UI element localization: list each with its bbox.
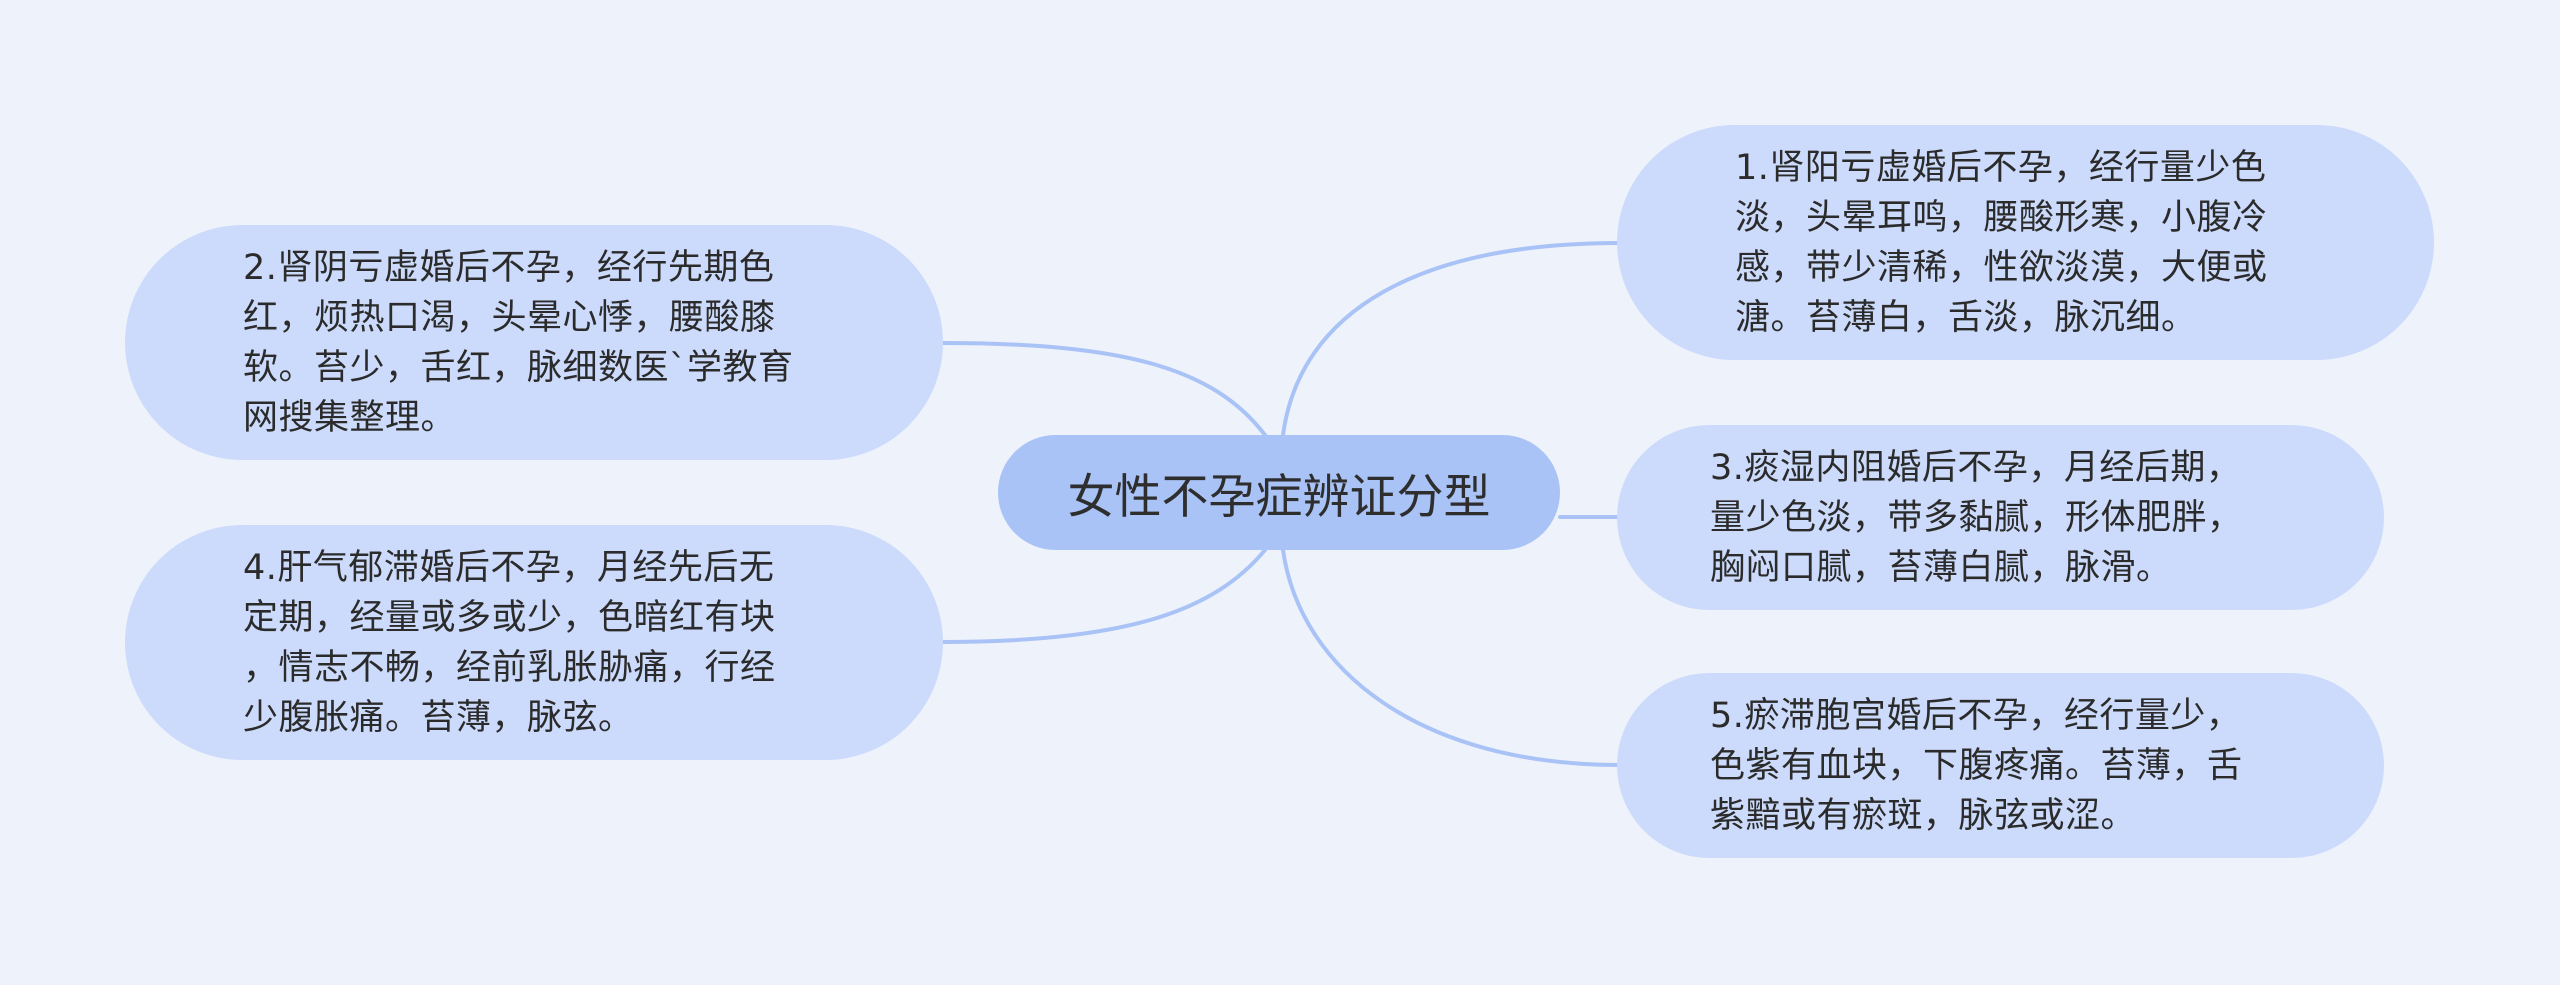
central-topic-label: 女性不孕症辨证分型	[1067, 470, 1491, 525]
branch-node-1-text: 1.肾阳亏虚婚后不孕，经行量少色 淡，头晕耳鸣，腰酸形寒，小腹冷 感，带少清稀，…	[1735, 147, 2268, 338]
branch-node-4-text: 4.肝气郁滞婚后不孕，月经先后无 定期，经量或多或少，色暗红有块 ，情志不畅，经…	[243, 547, 776, 738]
branch-node-2-text: 2.肾阴亏虚婚后不孕，经行先期色 红，烦热口渴，头晕心悸，腰酸膝 软。苔少，舌红…	[243, 247, 794, 438]
branch-node-2[interactable]: 2.肾阴亏虚婚后不孕，经行先期色 红，烦热口渴，头晕心悸，腰酸膝 软。苔少，舌红…	[125, 225, 943, 460]
connector-b4	[940, 548, 1267, 644]
connector-b2	[940, 341, 1267, 437]
branch-node-1[interactable]: 1.肾阳亏虚婚后不孕，经行量少色 淡，头晕耳鸣，腰酸形寒，小腹冷 感，带少清稀，…	[1617, 125, 2434, 360]
connector-b5	[1281, 548, 1622, 767]
branch-node-5[interactable]: 5.瘀滞胞宫婚后不孕，经行量少， 色紫有血块，下腹疼痛。苔薄，舌 紫黯或有瘀斑，…	[1617, 673, 2384, 858]
connector-b1	[1281, 241, 1622, 437]
branch-node-3-text: 3.痰湿内阻婚后不孕，月经后期， 量少色淡，带多黏腻，形体肥胖， 胸闷口腻，苔薄…	[1710, 447, 2243, 588]
central-topic[interactable]: 女性不孕症辨证分型	[998, 435, 1560, 550]
branch-node-4[interactable]: 4.肝气郁滞婚后不孕，月经先后无 定期，经量或多或少，色暗红有块 ，情志不畅，经…	[125, 525, 943, 760]
branch-node-3[interactable]: 3.痰湿内阻婚后不孕，月经后期， 量少色淡，带多黏腻，形体肥胖， 胸闷口腻，苔薄…	[1617, 425, 2384, 610]
branch-node-5-text: 5.瘀滞胞宫婚后不孕，经行量少， 色紫有血块，下腹疼痛。苔薄，舌 紫黯或有瘀斑，…	[1710, 695, 2243, 836]
